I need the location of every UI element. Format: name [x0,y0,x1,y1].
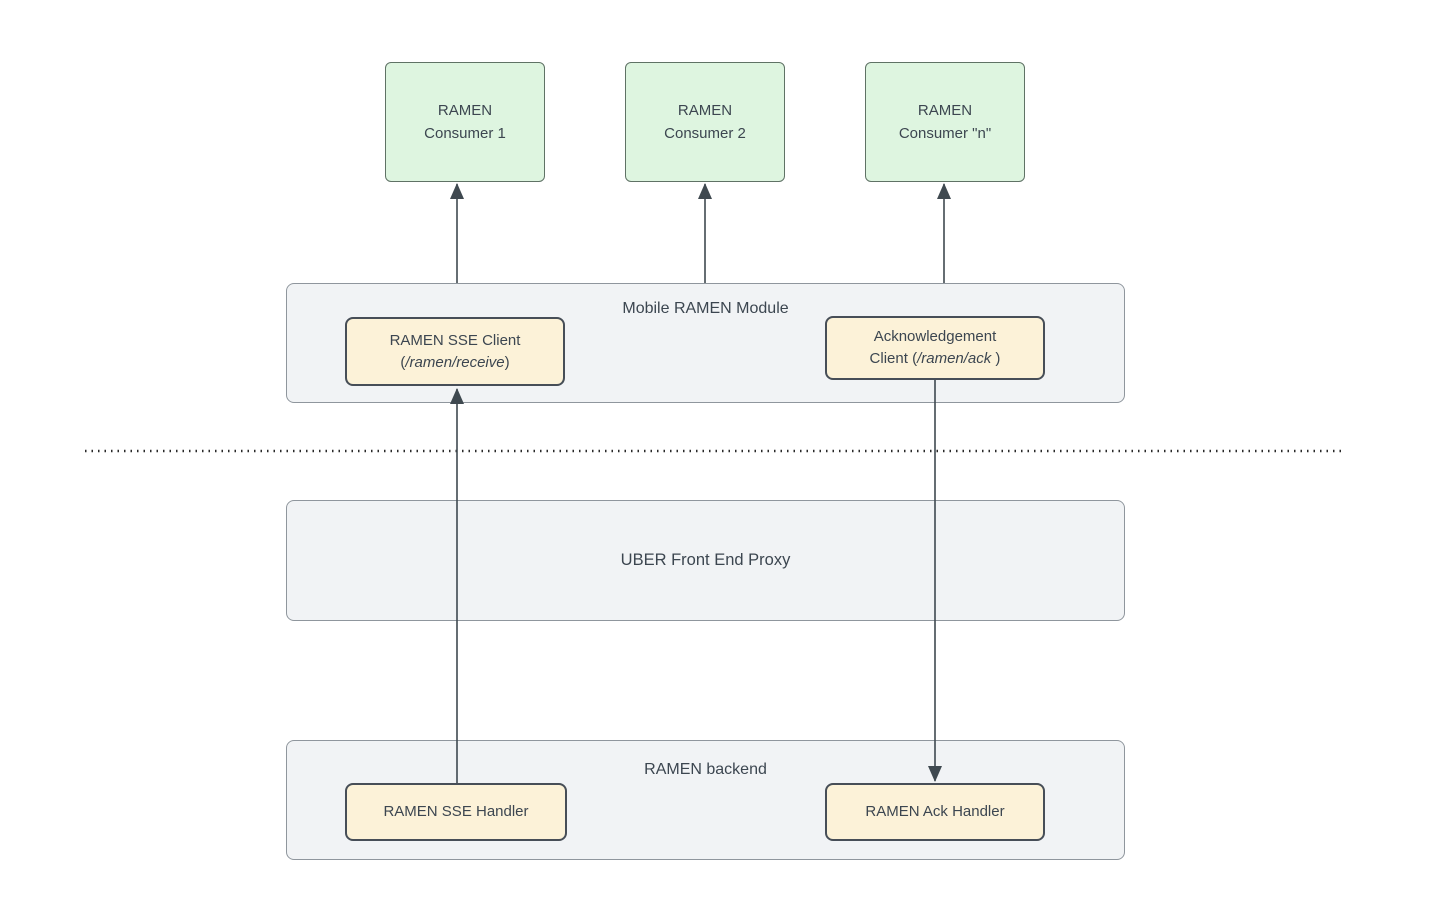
ramen-ack-handler-label: RAMEN Ack Handler [865,803,1005,820]
ramen-consumer-2-label: RAMEN Consumer 2 [664,102,746,142]
ramen-backend-title: RAMEN backend [644,761,767,778]
mobile-ramen-module-title: Mobile RAMEN Module [622,300,789,317]
container-uber-front-end-proxy: UBER Front End Proxy [286,500,1125,621]
node-ramen-consumer-n: RAMEN Consumer "n" [865,62,1025,182]
ramen-sse-handler-label: RAMEN SSE Handler [383,803,529,820]
node-acknowledgement-client: Acknowledgement Client (/ramen/ack ) [825,316,1045,380]
ramen-consumer-n-label: RAMEN Consumer "n" [898,102,992,142]
node-ramen-consumer-2: RAMEN Consumer 2 [625,62,785,182]
ramen-consumer-1-label: RAMEN Consumer 1 [424,102,506,142]
node-ramen-sse-client: RAMEN SSE Client (/ramen/receive) [345,317,565,386]
ramen-sse-client-label: RAMEN SSE Client (/ramen/receive) [389,331,521,371]
node-ramen-sse-handler: RAMEN SSE Handler [345,783,567,841]
acknowledgement-client-label: Acknowledgement Client (/ramen/ack ) [869,328,1001,367]
node-ramen-consumer-1: RAMEN Consumer 1 [385,62,545,182]
uber-front-end-proxy-title: UBER Front End Proxy [620,551,791,569]
node-ramen-ack-handler: RAMEN Ack Handler [825,783,1045,841]
